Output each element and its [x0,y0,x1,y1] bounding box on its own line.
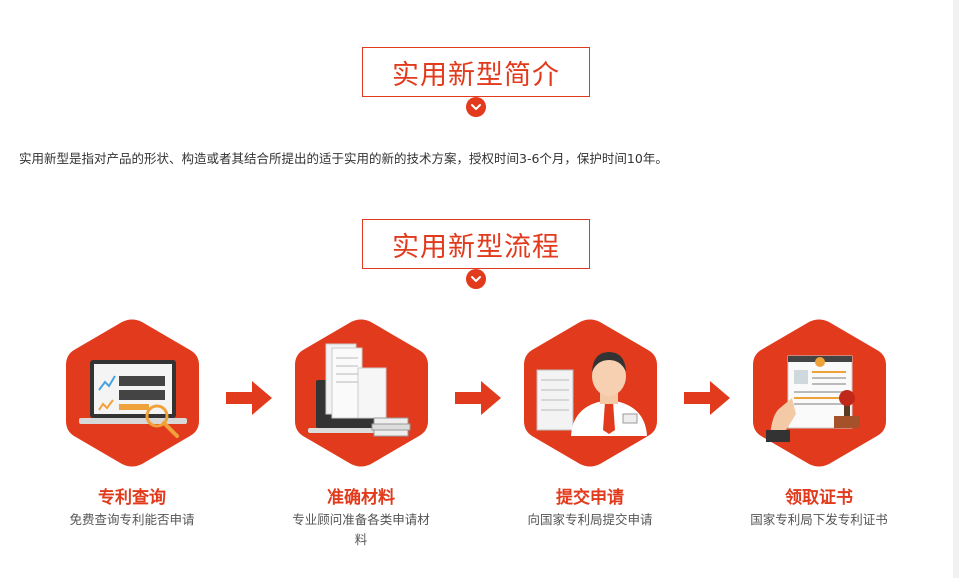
step-title: 提交申请 [556,488,624,508]
certificate-stamp-icon [753,319,886,467]
arrow-right-icon [226,381,272,415]
step-title: 准确材料 [327,488,395,508]
scrollbar[interactable] [953,0,959,578]
chevron-down-icon [466,269,486,289]
arrow-right-icon [684,381,730,415]
step-description: 专业顾问准备各类申请材料 [292,512,430,547]
intro-description: 实用新型是指对产品的形状、构造或者其结合所提出的适于实用的新的技术方案，授权时间… [19,151,668,166]
step-description: 国家专利局下发专利证书 [750,512,888,527]
step-title: 领取证书 [785,488,853,508]
chevron-down-icon [466,97,486,117]
process-section-title: 实用新型流程 [362,219,590,269]
step-description: 向国家专利局提交申请 [527,512,653,527]
documents-laptop-icon [295,319,428,467]
arrow-right-icon [455,381,501,415]
step-title: 专利查询 [98,488,166,508]
step-description: 免费查询专利能否申请 [69,512,195,527]
consultant-person-icon [524,319,657,467]
intro-section-title: 实用新型简介 [362,47,590,97]
laptop-search-icon [66,319,199,467]
